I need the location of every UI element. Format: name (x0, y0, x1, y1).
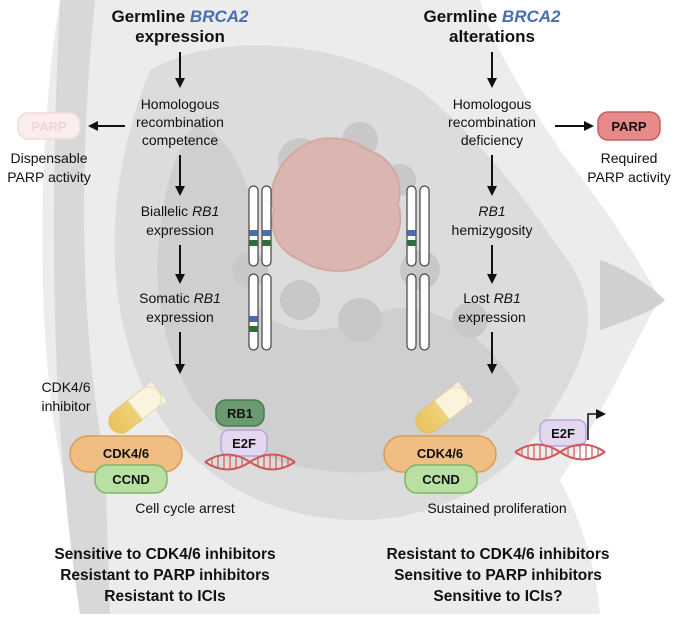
left-step2-line2: expression (146, 222, 214, 238)
right-title-gene: BRCA2 (502, 7, 561, 26)
left-step2-line1: Biallelic RB1 (141, 203, 220, 219)
left-dna-helix (204, 453, 296, 471)
left-ccnd-label: CCND (112, 472, 150, 487)
left-summary-2: Resistant to PARP inhibitors (60, 567, 270, 584)
left-title: Germline BRCA2 (112, 7, 250, 26)
left-parp-note-line1: Dispensable (10, 150, 87, 166)
right-step1-line1: Homologous (453, 96, 532, 112)
right-e2f-label: E2F (551, 426, 575, 441)
left-cdk-label: CDK4/6 (103, 446, 149, 461)
left-step1-line1: Homologous (141, 96, 220, 112)
left-pill-icon (108, 382, 167, 434)
right-step1-line2: recombination (448, 114, 536, 130)
right-summary-2: Sensitive to PARP inhibitors (394, 567, 602, 584)
right-step3-line2: expression (458, 309, 526, 325)
left-title-line2: expression (135, 27, 225, 46)
right-title: Germline BRCA2 (424, 7, 562, 26)
left-step3-line2: expression (146, 309, 214, 325)
left-parp-note-line2: PARP activity (7, 169, 91, 185)
left-step2-gene: RB1 (192, 203, 219, 219)
left-parp-box (17, 112, 81, 140)
left-outcome: Cell cycle arrest (135, 500, 235, 516)
breast-silhouette-background (42, 0, 665, 614)
right-summary-3: Sensitive to ICIs? (433, 588, 562, 605)
tumor-mass (270, 137, 402, 272)
left-e2f-box (220, 429, 268, 457)
left-step1-line2: recombination (136, 114, 224, 130)
left-summary-3: Resistant to ICIs (104, 588, 225, 605)
right-ccnd-label: CCND (422, 472, 460, 487)
right-e2f-box (539, 419, 587, 447)
left-step3-gene: RB1 (194, 290, 221, 306)
left-title-gene: BRCA2 (190, 7, 249, 26)
right-title-line2: alterations (449, 27, 535, 46)
left-parp-label: PARP (31, 119, 66, 134)
left-chromosome-pair-biallelic (248, 185, 272, 267)
left-chromosome-pair-somatic (248, 273, 272, 351)
left-inhibitor-line1: CDK4/6 (41, 379, 90, 395)
right-pill-icon (415, 382, 474, 434)
right-step3-line1: Lost RB1 (463, 290, 521, 306)
left-summary-1: Sensitive to CDK4/6 inhibitors (54, 546, 275, 563)
right-chromosome-pair-lost (406, 273, 430, 351)
right-parp-label: PARP (611, 119, 646, 134)
right-column: Germline BRCA2 alterations Homologous re… (383, 7, 671, 605)
left-step1-line3: competence (142, 132, 218, 148)
right-ccnd-box (404, 464, 478, 494)
right-step2-line2: hemizygosity (452, 222, 533, 238)
right-step2-line1: RB1 (478, 203, 505, 219)
right-dna-helix (514, 443, 606, 461)
left-column: Germline BRCA2 expression Homologous rec… (7, 7, 296, 605)
left-rb1-label: RB1 (227, 406, 253, 421)
right-outcome: Sustained proliferation (427, 500, 566, 516)
left-step3-line1: Somatic RB1 (139, 290, 221, 306)
left-e2f-label: E2F (232, 436, 256, 451)
right-summary-1: Resistant to CDK4/6 inhibitors (386, 546, 609, 563)
right-parp-note-line2: PARP activity (587, 169, 671, 185)
right-transcription-arrow (587, 409, 606, 440)
right-parp-box (597, 111, 661, 141)
left-rb1-box (215, 399, 265, 427)
right-step1-line3: deficiency (461, 132, 523, 148)
right-cdk-label: CDK4/6 (417, 446, 463, 461)
right-step3-gene: RB1 (494, 290, 521, 306)
right-parp-note-line1: Required (601, 150, 658, 166)
left-ccnd-box (94, 464, 168, 494)
right-chromosome-pair-hemizygous (406, 185, 430, 267)
left-inhibitor-line2: inhibitor (41, 398, 90, 414)
